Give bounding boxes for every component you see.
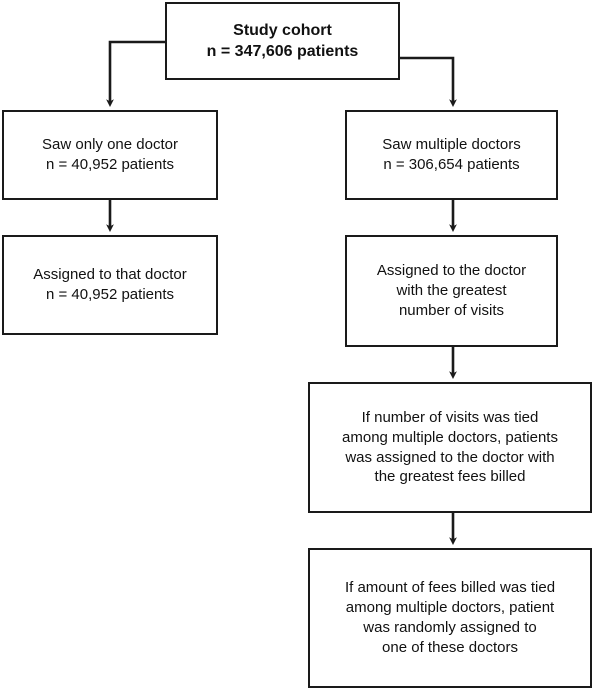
node-saw-only-one-doctor: Saw only one doctor n = 40,952 patients bbox=[2, 110, 218, 200]
node-saw-multiple-doctors: Saw multiple doctors n = 306,654 patient… bbox=[345, 110, 558, 200]
node-tie-on-number-of-visits: If number of visits was tied among multi… bbox=[308, 382, 592, 513]
node-assigned-to-that-doctor-label: Assigned to that doctor n = 40,952 patie… bbox=[33, 266, 187, 303]
node-saw-only-one-doctor-label: Saw only one doctor n = 40,952 patients bbox=[42, 136, 178, 173]
node-tie-on-fees-billed: If amount of fees billed was tied among … bbox=[308, 548, 592, 688]
node-assigned-greatest-visits-label: Assigned to the doctor with the greatest… bbox=[376, 262, 527, 319]
node-study-cohort: Study cohort n = 347,606 patients bbox=[165, 2, 400, 80]
node-study-cohort-label: Study cohort n = 347,606 patients bbox=[206, 21, 359, 60]
node-assigned-to-that-doctor: Assigned to that doctor n = 40,952 patie… bbox=[2, 235, 218, 335]
node-tie-on-number-of-visits-label: If number of visits was tied among multi… bbox=[342, 408, 558, 486]
edge-cohort-to-multi-doctor bbox=[400, 56, 457, 108]
node-assigned-greatest-visits: Assigned to the doctor with the greatest… bbox=[345, 235, 558, 347]
edge-cohort-to-one-doctor bbox=[106, 40, 165, 108]
node-tie-on-fees-billed-label: If amount of fees billed was tied among … bbox=[344, 579, 556, 656]
node-saw-multiple-doctors-label: Saw multiple doctors n = 306,654 patient… bbox=[382, 136, 521, 173]
